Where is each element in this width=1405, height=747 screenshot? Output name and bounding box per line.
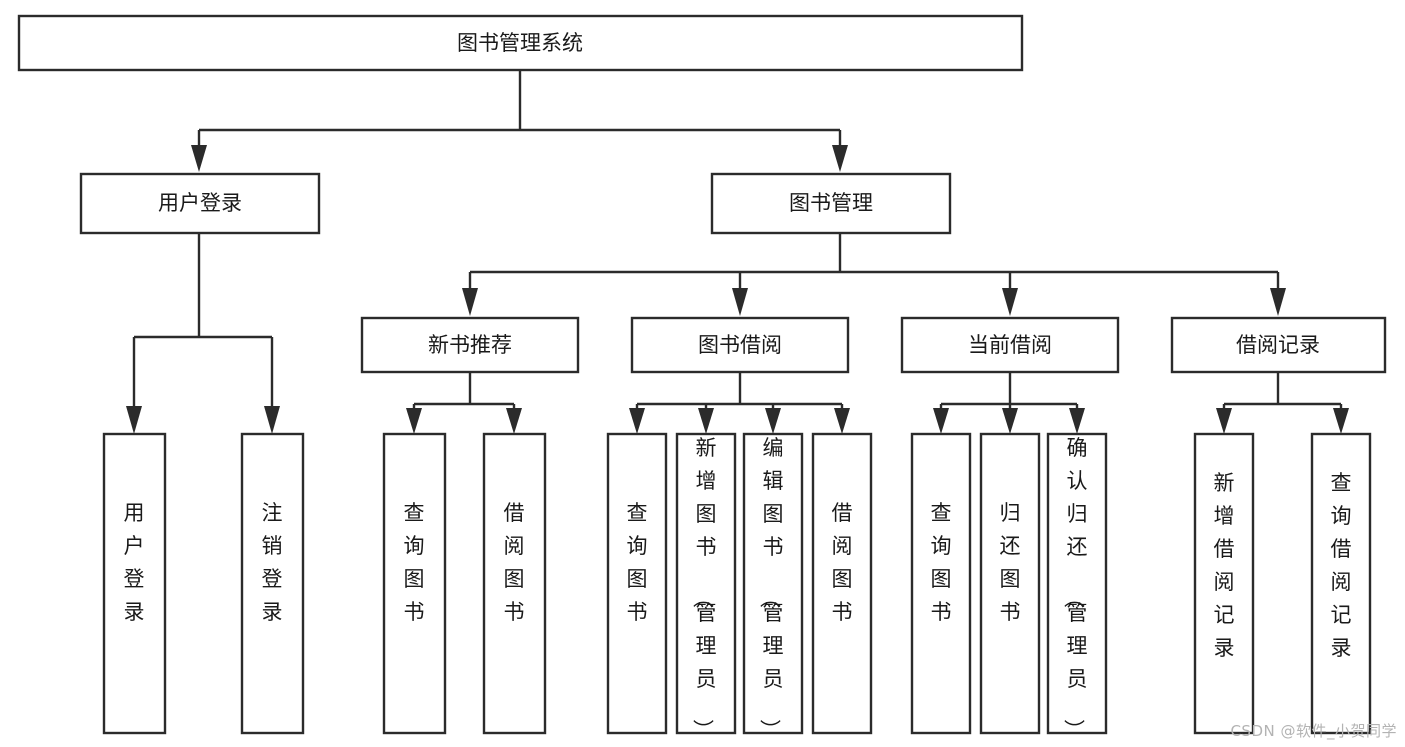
node-leaf-user-login-label: 用户登录 xyxy=(124,501,145,624)
node-leaf-query-record-box[interactable] xyxy=(1310,432,1372,735)
node-leaf-confirm-return-box[interactable] xyxy=(1046,432,1108,735)
node-leaf-borrow-book-1-box[interactable] xyxy=(482,432,547,735)
arrow-head-leaf-logout-login xyxy=(264,406,280,434)
arrow-head-leaf-add-record xyxy=(1216,408,1232,434)
node-leaf-return-book-box[interactable] xyxy=(979,432,1041,735)
arrow-head-book-manage xyxy=(832,145,848,172)
arrow-head-book-borrow xyxy=(732,288,748,316)
node-current-borrow-label: 当前借阅 xyxy=(968,333,1052,357)
arrow-head-leaf-query-book-2 xyxy=(629,408,645,434)
node-user-login[interactable]: 用户登录 xyxy=(79,172,321,235)
node-new-book-recommend-label: 新书推荐 xyxy=(428,333,512,357)
node-borrow-record-box[interactable] xyxy=(1170,316,1387,374)
arrow-head-leaf-return-book xyxy=(1002,408,1018,434)
node-leaf-return-book-label: 归还图书 xyxy=(1000,501,1021,624)
arrow-head-leaf-borrow-book-1 xyxy=(506,408,522,434)
node-user-login-box[interactable] xyxy=(79,172,321,235)
node-leaf-borrow-book-2-label: 借阅图书 xyxy=(832,501,853,624)
node-root[interactable]: 图书管理系统 xyxy=(17,14,1024,72)
node-leaf-add-record[interactable]: 新增借阅记录 xyxy=(1193,432,1255,735)
node-leaf-query-book-2[interactable]: 查询图书 xyxy=(606,432,668,735)
arrow-head-user-login xyxy=(191,145,207,172)
node-leaf-query-record[interactable]: 查询借阅记录 xyxy=(1310,432,1372,735)
node-leaf-confirm-return-label: 确认归还（管理员） xyxy=(1062,436,1088,740)
node-book-borrow[interactable]: 图书借阅 xyxy=(630,316,850,374)
node-leaf-query-book-1[interactable]: 查询图书 xyxy=(382,432,447,735)
node-root-box[interactable] xyxy=(17,14,1024,72)
arrow-head-leaf-borrow-book-2 xyxy=(834,408,850,434)
node-leaf-borrow-book-1-label: 借阅图书 xyxy=(504,501,525,624)
node-book-manage[interactable]: 图书管理 xyxy=(710,172,952,235)
node-book-manage-label: 图书管理 xyxy=(789,191,873,215)
arrow-head-current-borrow xyxy=(1002,288,1018,316)
arrow-head-leaf-add-book xyxy=(698,408,714,434)
arrow-head-leaf-edit-book xyxy=(765,408,781,434)
node-leaf-borrow-book-2[interactable]: 借阅图书 xyxy=(811,432,873,735)
node-leaf-add-book-box[interactable] xyxy=(675,432,737,735)
arrow-head-new-book-recommend xyxy=(462,288,478,316)
arrow-head-leaf-query-record xyxy=(1333,408,1349,434)
node-root-label: 图书管理系统 xyxy=(457,31,583,55)
arrow-head-leaf-confirm-return xyxy=(1069,408,1085,434)
node-leaf-logout-login[interactable]: 注销登录 xyxy=(240,432,305,735)
node-leaf-query-book-3-label: 查询图书 xyxy=(931,501,952,624)
node-book-borrow-box[interactable] xyxy=(630,316,850,374)
node-leaf-query-book-3[interactable]: 查询图书 xyxy=(910,432,972,735)
node-leaf-query-book-2-label: 查询图书 xyxy=(627,501,648,624)
node-borrow-record-label: 借阅记录 xyxy=(1236,333,1320,357)
node-current-borrow-box[interactable] xyxy=(900,316,1120,374)
node-current-borrow[interactable]: 当前借阅 xyxy=(900,316,1120,374)
node-leaf-add-book[interactable]: 新增图书（管理员） xyxy=(675,432,737,740)
csdn-watermark: CSDN @软件_小贺同学 xyxy=(1230,722,1397,740)
node-leaf-return-book[interactable]: 归还图书 xyxy=(979,432,1041,735)
node-leaf-logout-login-box[interactable] xyxy=(240,432,305,735)
node-leaf-borrow-book-2-box[interactable] xyxy=(811,432,873,735)
node-leaf-edit-book-label: 编辑图书（管理员） xyxy=(758,436,784,740)
node-leaf-query-book-1-label: 查询图书 xyxy=(404,501,425,624)
node-leaf-borrow-book-1[interactable]: 借阅图书 xyxy=(482,432,547,735)
node-leaf-query-book-3-box[interactable] xyxy=(910,432,972,735)
node-leaf-query-record-label: 查询借阅记录 xyxy=(1331,471,1352,660)
node-new-book-recommend-box[interactable] xyxy=(360,316,580,374)
node-borrow-record[interactable]: 借阅记录 xyxy=(1170,316,1387,374)
node-leaf-confirm-return[interactable]: 确认归还（管理员） xyxy=(1046,432,1108,740)
node-book-manage-box[interactable] xyxy=(710,172,952,235)
node-leaf-edit-book[interactable]: 编辑图书（管理员） xyxy=(742,432,804,740)
node-leaf-add-record-box[interactable] xyxy=(1193,432,1255,735)
node-leaf-user-login-box[interactable] xyxy=(102,432,167,735)
connector-layer xyxy=(126,70,1349,434)
node-book-borrow-label: 图书借阅 xyxy=(698,333,782,357)
node-leaf-add-book-label: 新增图书（管理员） xyxy=(691,436,717,740)
node-leaf-add-record-label: 新增借阅记录 xyxy=(1214,471,1235,660)
arrow-head-leaf-query-book-3 xyxy=(933,408,949,434)
node-new-book-recommend[interactable]: 新书推荐 xyxy=(360,316,580,374)
arrow-head-leaf-user-login xyxy=(126,406,142,434)
node-user-login-label: 用户登录 xyxy=(158,191,242,215)
node-leaf-query-book-1-box[interactable] xyxy=(382,432,447,735)
arrow-head-leaf-query-book-1 xyxy=(406,408,422,434)
node-leaf-edit-book-box[interactable] xyxy=(742,432,804,735)
node-leaf-user-login[interactable]: 用户登录 xyxy=(102,432,167,735)
arrow-head-borrow-record xyxy=(1270,288,1286,316)
node-leaf-logout-login-label: 注销登录 xyxy=(262,501,283,624)
node-leaf-query-book-2-box[interactable] xyxy=(606,432,668,735)
